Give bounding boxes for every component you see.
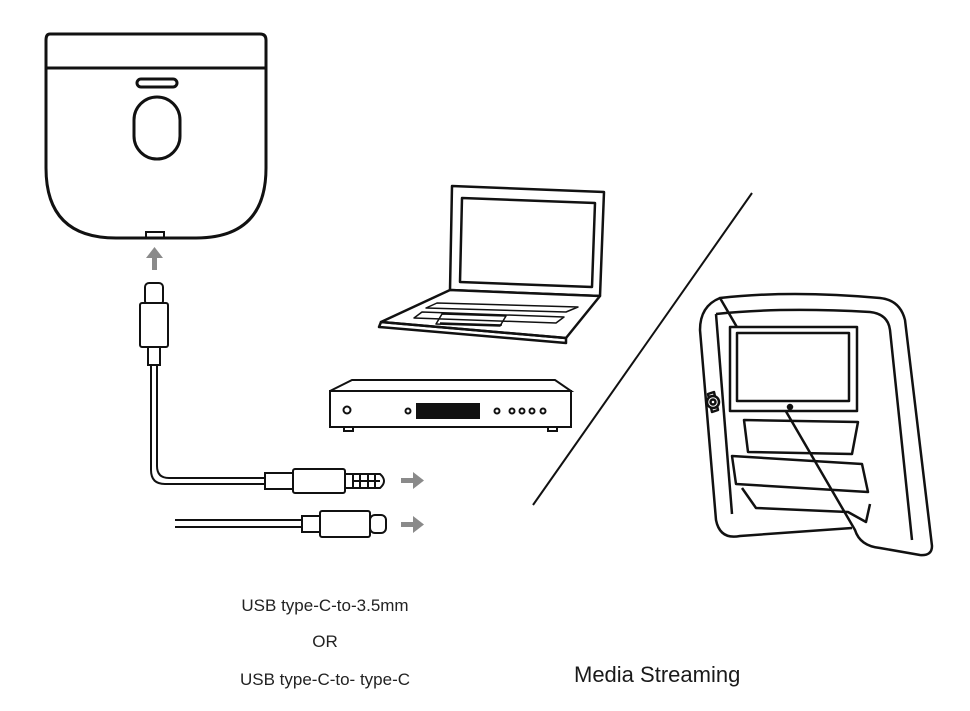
cable-option-2-label: USB type-C-to- type-C (239, 670, 411, 689)
cd-player-icon (329, 379, 575, 432)
or-label: OR (312, 632, 338, 651)
divider-line (532, 192, 753, 506)
media-streaming-label: Media Streaming (574, 662, 741, 687)
seatback-screen-icon (698, 292, 934, 557)
cable-option-1-label: USB type-C-to-3.5mm (241, 596, 409, 615)
right-arrow-icon (401, 472, 424, 533)
transmitter-device-icon (44, 32, 268, 240)
usb-c-cable-icon (175, 510, 387, 538)
audio-jack-3-5mm-icon (139, 282, 385, 494)
laptop-icon (377, 184, 606, 345)
up-arrow-icon (146, 247, 163, 270)
